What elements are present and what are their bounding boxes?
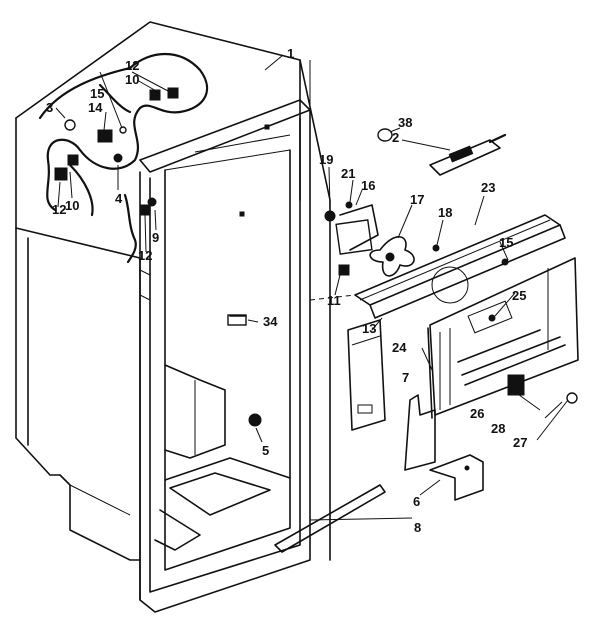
harness-connector-12b — [54, 167, 68, 181]
harness-connector-10b — [67, 154, 79, 166]
callout-18: 18 — [438, 205, 452, 220]
harness-connector-12 — [167, 87, 179, 99]
callout-15a: 15 — [90, 86, 104, 101]
callout-1: 1 — [287, 46, 294, 61]
callout-19: 19 — [319, 152, 333, 167]
bracket-6 — [429, 454, 484, 501]
callout-28: 28 — [491, 421, 505, 436]
callout-6: 6 — [413, 494, 420, 509]
callout-12a: 12 — [125, 58, 139, 73]
callout-38: 38 — [398, 115, 412, 130]
heater-part-2 — [377, 128, 507, 176]
callout-27: 27 — [513, 435, 527, 450]
fan-motor-assembly — [324, 201, 440, 277]
callout-26: 26 — [470, 406, 484, 421]
baffle-7 — [404, 394, 436, 471]
callout-21: 21 — [341, 166, 355, 181]
harness-clip-4 — [113, 153, 123, 163]
callout-17: 17 — [410, 192, 424, 207]
screw-27 — [566, 392, 578, 404]
harness-connector-14 — [97, 129, 113, 143]
drain-trough-8 — [274, 484, 386, 553]
leader-lines — [55, 54, 569, 521]
callout-2: 2 — [392, 130, 399, 145]
harness-clip-3 — [64, 119, 76, 131]
callout-24: 24 — [392, 340, 407, 355]
wiring-harness — [38, 52, 209, 264]
callout-7: 7 — [402, 370, 409, 385]
grommet-19 — [324, 210, 336, 222]
callout-14: 14 — [88, 100, 103, 115]
clip-26 — [507, 374, 525, 396]
cabinet-liner — [15, 21, 331, 613]
harness-clip-15 — [119, 126, 127, 134]
cap-38 — [377, 128, 393, 142]
fan-shroud-23 — [309, 214, 566, 319]
callout-10b: 10 — [65, 198, 79, 213]
screw-25 — [488, 314, 496, 322]
callout-labels: 1 2 3 4 5 6 7 8 9 10 10 11 12 12 12 13 1… — [46, 46, 527, 535]
callout-25: 25 — [512, 288, 526, 303]
callout-16: 16 — [361, 178, 375, 193]
screw-18 — [432, 244, 440, 252]
callout-13: 13 — [362, 321, 376, 336]
harness-clip-9 — [147, 197, 157, 207]
harness-connector-12c — [139, 204, 151, 216]
cold-control-5 — [248, 413, 262, 427]
callout-9: 9 — [152, 230, 159, 245]
callout-10a: 10 — [125, 72, 139, 87]
screw-15 — [501, 258, 509, 266]
callout-8: 8 — [414, 520, 421, 535]
harness-connector-10 — [149, 89, 161, 101]
callout-12b: 12 — [52, 202, 66, 217]
motor-bracket-11 — [338, 264, 350, 276]
callout-23: 23 — [481, 180, 495, 195]
callout-3: 3 — [46, 100, 53, 115]
evaporator-panel — [427, 257, 579, 419]
callout-5: 5 — [262, 443, 269, 458]
fan-blade-17 — [369, 236, 415, 277]
light-socket-34 — [227, 314, 247, 326]
callout-15b: 15 — [499, 235, 513, 250]
callout-4: 4 — [115, 191, 123, 206]
air-duct-13 — [347, 319, 386, 431]
callout-34: 34 — [263, 314, 278, 329]
screw-21 — [345, 201, 353, 209]
callout-12c: 12 — [138, 248, 152, 263]
callout-11: 11 — [327, 293, 341, 308]
